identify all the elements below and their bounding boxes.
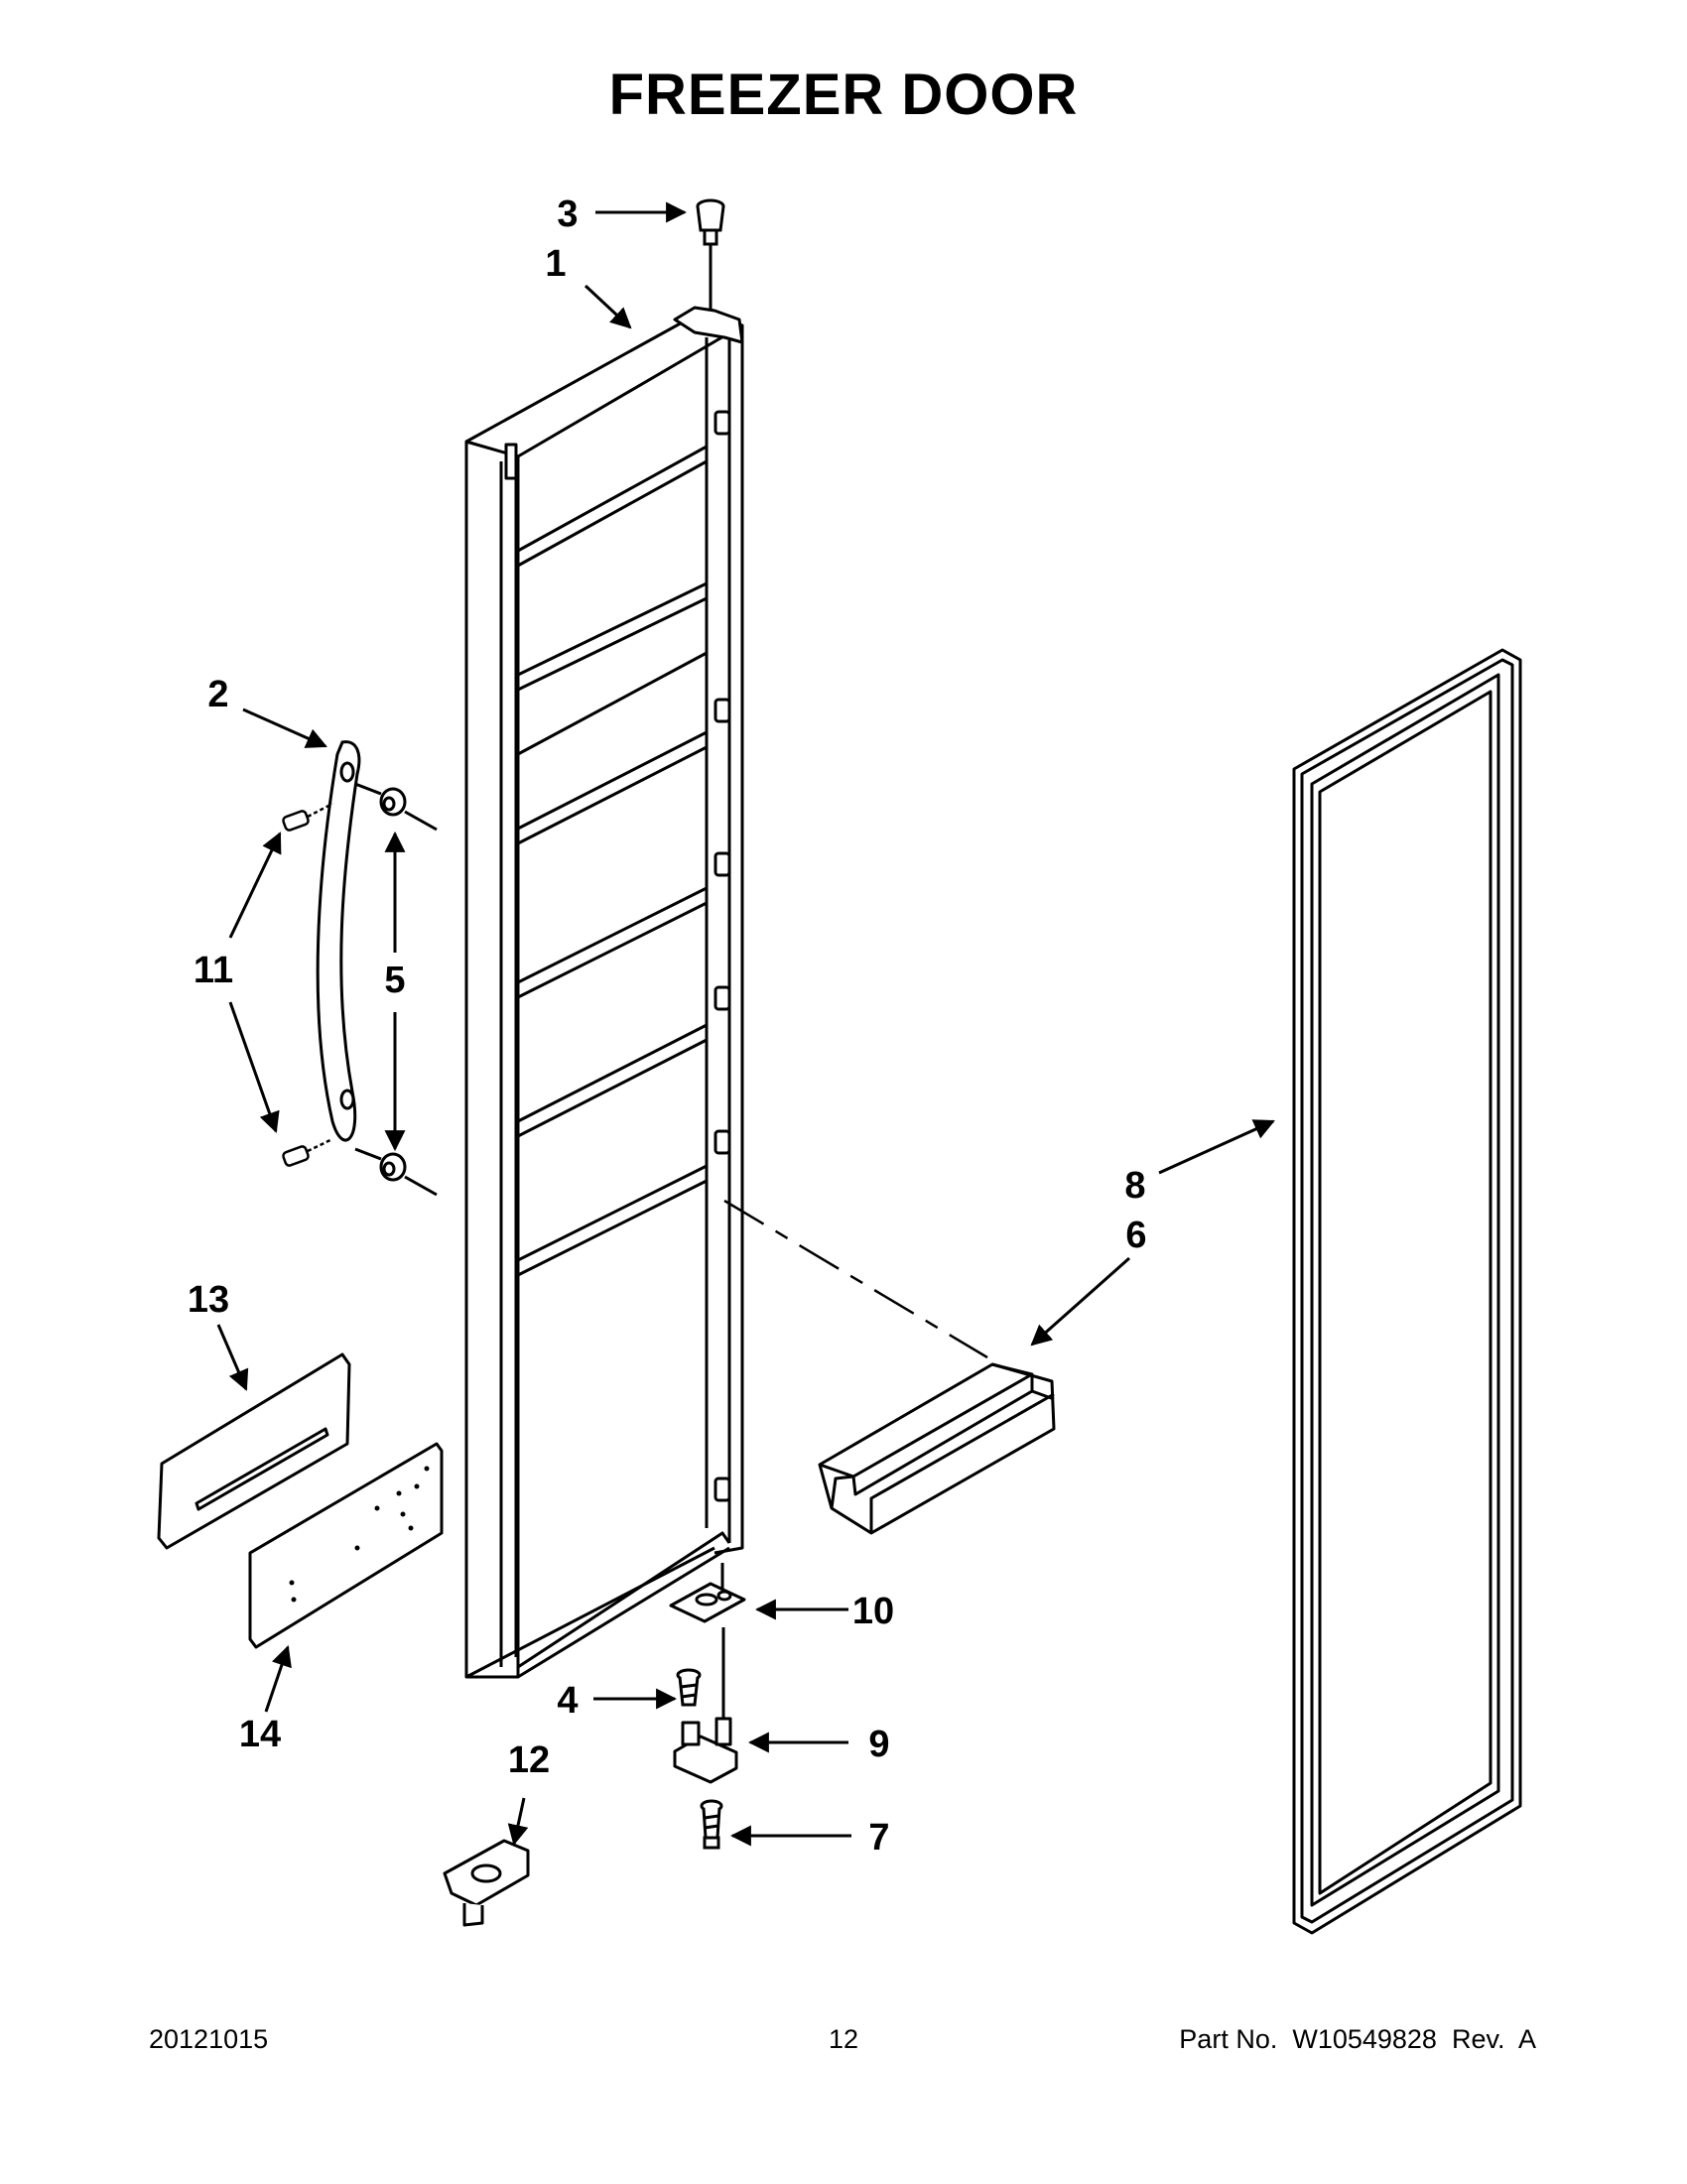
door-bin-part xyxy=(818,1362,1056,1535)
footer-page-number: 12 xyxy=(828,2024,859,2054)
callout-4: 4 xyxy=(557,1680,578,1722)
page-title: FREEZER DOOR xyxy=(608,63,1079,127)
lower-hinge-part xyxy=(673,1627,738,1784)
callout-2: 2 xyxy=(207,674,228,715)
callout-labels: 1 2 3 4 5 6 7 8 9 10 11 12 13 14 xyxy=(188,193,1147,1859)
handle-spacer-part xyxy=(354,782,438,1197)
callout-7: 7 xyxy=(868,1817,889,1859)
callout-11: 11 xyxy=(194,950,233,991)
hinge-screw-part xyxy=(676,1668,702,1707)
callout-6: 6 xyxy=(1125,1215,1146,1256)
hinge-bolt-part xyxy=(700,1799,723,1850)
callout-1: 1 xyxy=(545,243,566,285)
door-handle-part xyxy=(316,740,361,1142)
trim-panel-part xyxy=(157,1352,351,1550)
mounting-plate-part xyxy=(248,1442,444,1649)
callout-14: 14 xyxy=(239,1714,281,1755)
callout-5: 5 xyxy=(384,960,405,1001)
callout-13: 13 xyxy=(188,1279,229,1321)
top-bushing-part xyxy=(696,198,725,310)
footer-part-number: Part No. W10549828 Rev. A xyxy=(1179,2024,1536,2054)
set-screw-part xyxy=(282,802,333,1167)
footer-date: 20121015 xyxy=(149,2024,269,2054)
callout-arrows xyxy=(216,201,1275,1847)
door-liner-part xyxy=(464,306,744,1679)
callout-3: 3 xyxy=(557,193,578,235)
callout-9: 9 xyxy=(868,1724,889,1765)
hinge-cover-part xyxy=(443,1839,530,1927)
hinge-shim-part xyxy=(669,1563,746,1623)
callout-8: 8 xyxy=(1124,1165,1145,1207)
callout-10: 10 xyxy=(852,1591,894,1632)
door-gasket-part xyxy=(1292,648,1522,1935)
callout-12: 12 xyxy=(508,1739,550,1781)
mounting-guide-line xyxy=(723,1199,988,1359)
